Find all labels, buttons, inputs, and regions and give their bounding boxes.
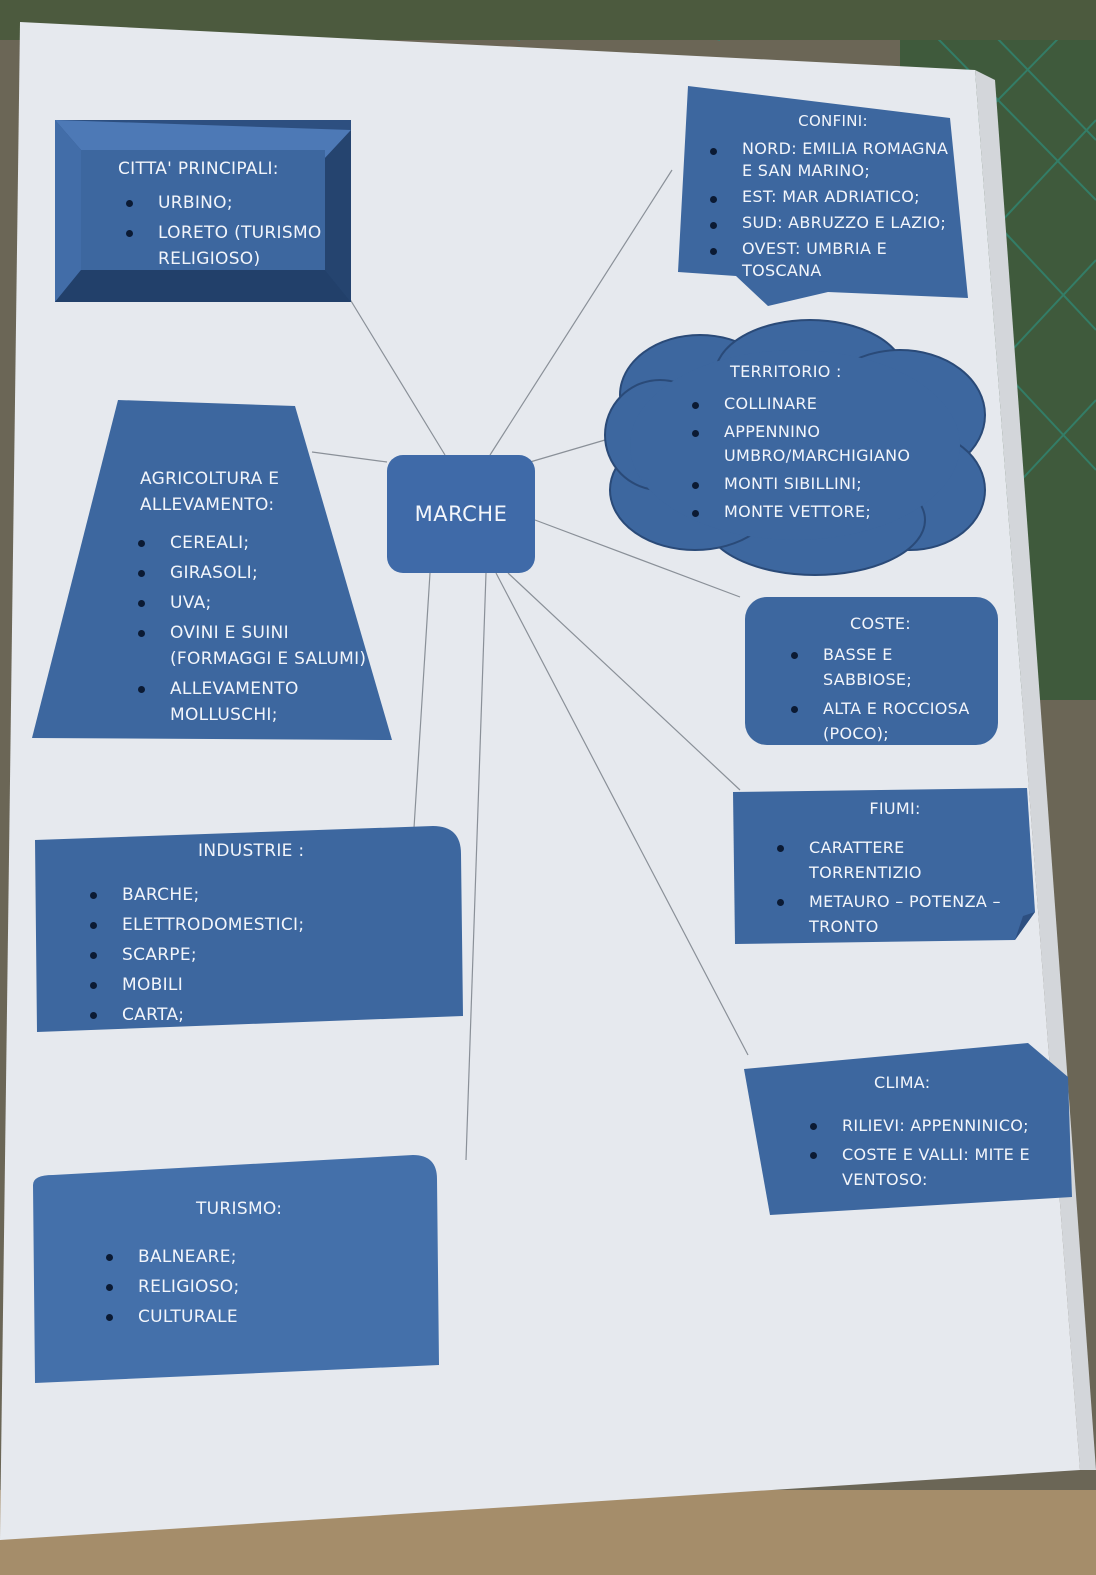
node-fiumi: FIUMI: CARATTERE TORRENTIZIO METAURO – P… <box>775 796 1015 943</box>
line-to-agricoltura <box>311 451 388 463</box>
node-agricoltura: AGRICOLTURA E ALLEVAMENTO: CEREALI; GIRA… <box>138 466 380 732</box>
turismo-item: BALNEARE; <box>106 1244 404 1270</box>
industrie-item: SCARPE; <box>90 942 438 968</box>
fiumi-shape <box>733 788 1035 944</box>
citta-item: URBINO; <box>126 190 343 216</box>
agricoltura-title: AGRICOLTURA E ALLEVAMENTO: <box>140 469 280 515</box>
turismo-item: CULTURALE <box>106 1304 404 1330</box>
agricoltura-item: ALLEVAMENTO MOLLUSCHI; <box>138 676 380 728</box>
industrie-shape <box>35 826 463 1032</box>
fiumi-item: METAURO – POTENZA – TRONTO <box>777 889 1015 939</box>
industrie-item: CARTA; <box>90 1002 438 1028</box>
turismo-title: TURISMO: <box>196 1199 283 1219</box>
node-turismo: TURISMO: BALNEARE; RELIGIOSO; CULTURALE <box>104 1196 404 1334</box>
confini-shape <box>678 86 968 306</box>
clima-item: COSTE E VALLI: MITE E VENTOSO: <box>810 1142 1053 1192</box>
fiumi-item: CARATTERE TORRENTIZIO <box>777 835 1015 885</box>
coste-item: ALTA E ROCCIOSA (POCO); <box>791 696 982 746</box>
fiumi-title: FIUMI: <box>869 799 921 818</box>
agricoltura-item: OVINI E SUINI (FORMAGGI E SALUMI) <box>138 620 380 672</box>
citta-title: CITTA' PRINCIPALI: <box>118 159 279 179</box>
clima-shape <box>744 1043 1072 1215</box>
confini-item: NORD: EMILIA ROMAGNA E SAN MARINO; <box>710 138 958 182</box>
clima-title: CLIMA: <box>874 1073 931 1092</box>
industrie-title: INDUSTRIE : <box>198 841 305 861</box>
center-node-marche: MARCHE <box>387 455 535 573</box>
line-to-industrie <box>413 572 431 829</box>
node-territorio: TERRITORIO : COLLINARE APPENNINO UMBRO/M… <box>690 360 940 528</box>
territorio-item: APPENNINO UMBRO/MARCHIGIANO <box>692 420 940 468</box>
node-coste: COSTE: BASSE E SABBIOSE; ALTA E ROCCIOSA… <box>745 597 998 745</box>
line-to-citta <box>347 295 446 456</box>
line-to-confini <box>489 169 673 456</box>
confini-item: SUD: ABRUZZO E LAZIO; <box>710 212 958 234</box>
turismo-item: RELIGIOSO; <box>106 1274 404 1300</box>
agricoltura-shape <box>32 400 392 740</box>
confini-item: OVEST: UMBRIA E TOSCANA <box>710 238 958 282</box>
territorio-cloud-shape <box>604 319 986 576</box>
clima-item: RILIEVI: APPENNINICO; <box>810 1113 1053 1138</box>
territorio-title: TERRITORIO : <box>730 362 842 381</box>
line-to-turismo <box>465 572 487 1161</box>
turismo-shape <box>33 1155 439 1383</box>
line-to-coste <box>534 519 741 598</box>
territorio-item: MONTI SIBILLINI; <box>692 472 940 496</box>
industrie-item: BARCHE; <box>90 882 438 908</box>
agricoltura-item: CEREALI; <box>138 530 380 556</box>
agricoltura-item: GIRASOLI; <box>138 560 380 586</box>
territorio-item: MONTE VETTORE; <box>692 500 940 524</box>
node-citta: CITTA' PRINCIPALI: URBINO; LORETO (TURIS… <box>118 156 343 276</box>
node-industrie: INDUSTRIE : BARCHE; ELETTRODOMESTICI; SC… <box>88 838 438 1032</box>
industrie-item: ELETTRODOMESTICI; <box>90 912 438 938</box>
territorio-item: COLLINARE <box>692 392 940 416</box>
line-to-fiumi <box>507 572 741 791</box>
coste-item: BASSE E SABBIOSE; <box>791 642 982 692</box>
node-clima: CLIMA: RILIEVI: APPENNINICO; COSTE E VAL… <box>808 1070 1053 1196</box>
confini-title: CONFINI: <box>798 112 868 130</box>
coste-title: COSTE: <box>850 614 911 633</box>
citta-shape <box>55 120 351 302</box>
industrie-item: MOBILI <box>90 972 438 998</box>
agricoltura-item: UVA; <box>138 590 380 616</box>
citta-item: LORETO (TURISMO RELIGIOSO) <box>126 220 343 272</box>
line-to-territorio <box>529 439 606 463</box>
node-confini: CONFINI: NORD: EMILIA ROMAGNA E SAN MARI… <box>708 110 958 286</box>
line-to-clima <box>495 572 749 1056</box>
confini-item: EST: MAR ADRIATICO; <box>710 186 958 208</box>
